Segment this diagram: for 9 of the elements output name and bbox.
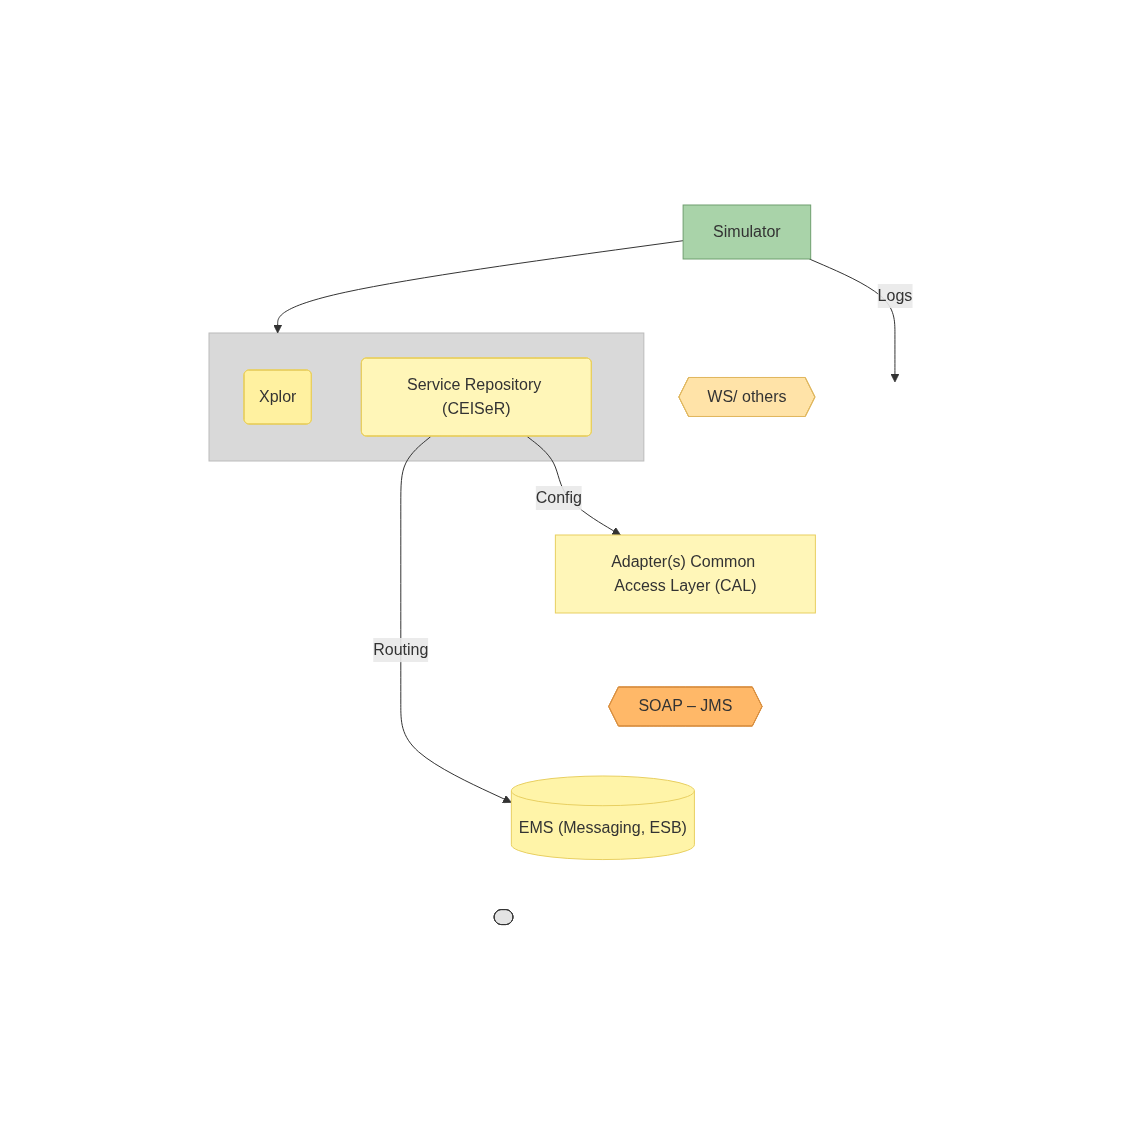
edge-label: Config [535,488,582,506]
edge-label: Logs [877,286,912,304]
arrow [526,435,621,536]
arrow [272,239,684,334]
node-box: Adapter(s) Common Access Layer (CAL) [554,534,816,614]
node-box: Simulator [682,204,811,260]
arrow [399,435,512,803]
cluster [208,332,644,462]
edge-label: Routing [372,640,428,658]
